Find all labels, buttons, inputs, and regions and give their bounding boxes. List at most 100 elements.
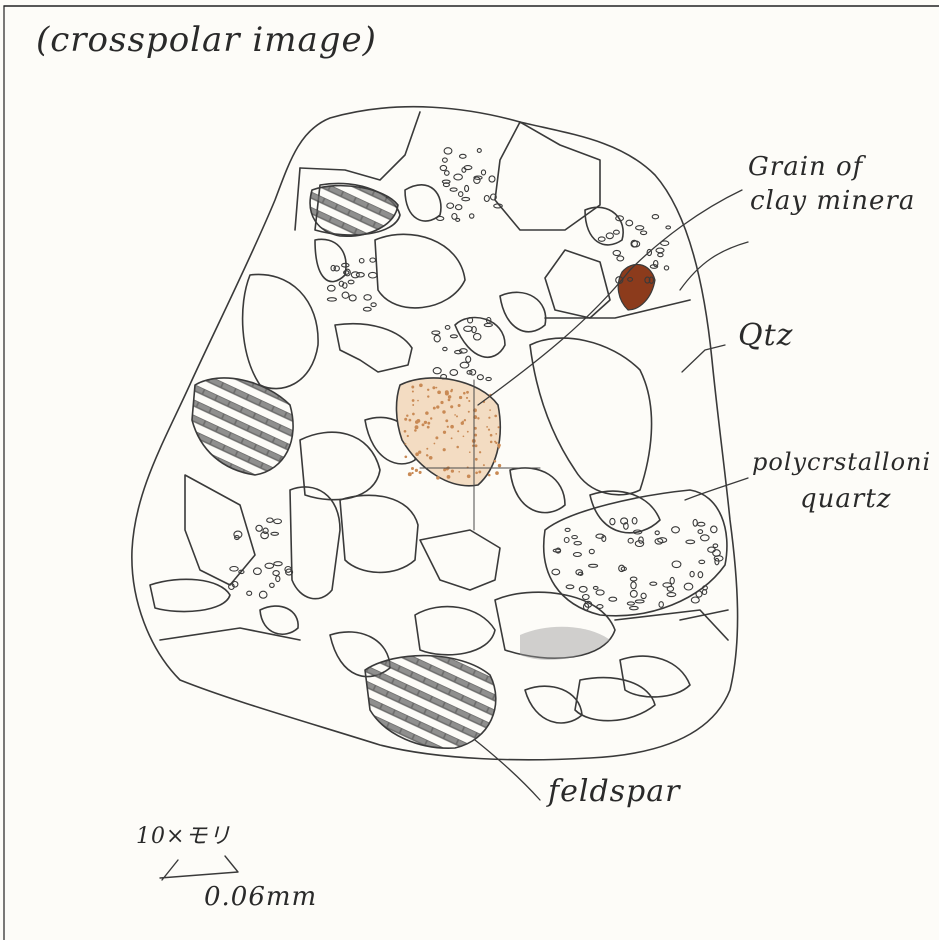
speckle-dot	[412, 404, 414, 406]
speckle-dot	[462, 421, 464, 423]
speckle-dot	[490, 441, 493, 444]
speckle-dot	[412, 472, 414, 474]
pore-bubble	[572, 536, 578, 539]
label-clay-mineral-line1: Grain of	[748, 152, 863, 182]
pore-bubble	[702, 590, 706, 595]
pore-bubble	[331, 265, 335, 270]
pore-bubble	[259, 591, 267, 598]
speckle-dot	[468, 400, 470, 402]
scale-bar	[160, 856, 238, 880]
label-polycrystalline-line1: polycrstalloni	[752, 448, 931, 476]
pore-bubble	[474, 177, 480, 183]
speckle-dot	[419, 383, 423, 387]
speckle-dot	[495, 433, 497, 435]
pore-bubble	[617, 256, 624, 261]
pore-bubble	[666, 226, 671, 229]
pore-bubble	[274, 519, 282, 524]
pore-bubble	[698, 522, 705, 526]
speckle-dot	[443, 431, 446, 434]
speckle-dot	[494, 415, 497, 418]
speckle-dot	[447, 426, 449, 428]
speckle-dot	[478, 470, 481, 473]
pore-bubble	[270, 583, 275, 587]
pore-bubble	[459, 192, 463, 197]
speckle-dot	[427, 389, 429, 391]
speckle-dot	[427, 395, 429, 397]
pore-bubble	[433, 368, 441, 374]
pore-bubble	[658, 253, 663, 257]
speckle-dot	[404, 418, 407, 421]
speckle-dot	[406, 414, 408, 416]
pore-bubble	[342, 292, 349, 298]
pore-bubble	[465, 185, 469, 191]
leader-qtz	[682, 345, 725, 372]
pore-bubble	[628, 538, 633, 543]
pore-bubble	[667, 593, 676, 597]
speckle-dot	[412, 390, 414, 392]
pore-bubble	[614, 230, 620, 234]
pore-bubble	[691, 597, 699, 603]
pore-bubble	[348, 280, 354, 284]
pore-bubble	[636, 226, 644, 230]
pore-bubble	[589, 564, 598, 567]
speckle-dot	[489, 409, 491, 411]
pore-bubble	[564, 538, 569, 543]
pore-bubble	[456, 218, 460, 221]
speckle-dot	[414, 429, 417, 432]
speckle-dot	[450, 425, 454, 429]
speckle-dot	[497, 444, 501, 448]
pore-bubble	[574, 542, 581, 545]
pore-bubble	[552, 569, 560, 575]
pore-bubble	[444, 148, 452, 154]
speckle-dot	[425, 421, 427, 423]
pore-bubble	[460, 362, 469, 368]
pore-bubble	[460, 154, 467, 158]
leader-feldspar	[475, 740, 540, 800]
label-feldspar: feldspar	[548, 774, 680, 809]
pore-bubble	[613, 250, 620, 255]
speckled-grain	[396, 378, 501, 486]
speckle-dot	[435, 436, 438, 439]
speckle-dot	[498, 447, 500, 449]
clay-mineral-grain	[618, 264, 655, 310]
pore-bubble	[450, 188, 457, 191]
pore-bubble	[432, 331, 440, 335]
feldspar-grain-left	[192, 378, 293, 475]
speckle-dot	[440, 401, 443, 404]
pore-bubble	[256, 525, 262, 531]
speckle-dot	[450, 405, 453, 408]
speckle-dot	[474, 434, 477, 437]
pore-bubble	[664, 266, 668, 270]
pore-bubble	[566, 585, 574, 589]
pore-bubble	[711, 526, 717, 533]
pore-bubble	[454, 174, 463, 180]
speckle-dot	[415, 425, 419, 429]
figure-title: (crosspolar image)	[36, 20, 377, 60]
pore-bubble	[672, 527, 680, 533]
pore-bubble	[639, 537, 644, 543]
pore-bubble	[443, 158, 448, 162]
pore-bubble	[263, 528, 268, 533]
speckle-dot	[437, 390, 441, 394]
pore-bubble	[474, 333, 481, 340]
label-quartz: Qtz	[738, 318, 793, 353]
pore-bubble	[573, 553, 581, 557]
pore-bubble	[672, 561, 681, 568]
pore-bubble	[267, 518, 273, 522]
speckle-dot	[450, 390, 452, 392]
pore-bubble	[274, 562, 282, 566]
pore-clusters	[229, 148, 723, 610]
speckle-dot	[419, 471, 422, 474]
speckle-dot	[426, 454, 428, 456]
pore-bubble	[698, 530, 703, 534]
pore-bubble	[271, 532, 279, 535]
speckle-dot	[436, 387, 438, 389]
pore-bubble	[684, 583, 693, 590]
speckle-dot	[417, 400, 419, 402]
speckle-dot	[494, 441, 496, 443]
pore-bubble	[486, 377, 491, 380]
speckle-dot	[490, 434, 493, 437]
speckle-dot	[495, 471, 499, 475]
pore-bubble	[371, 303, 376, 307]
